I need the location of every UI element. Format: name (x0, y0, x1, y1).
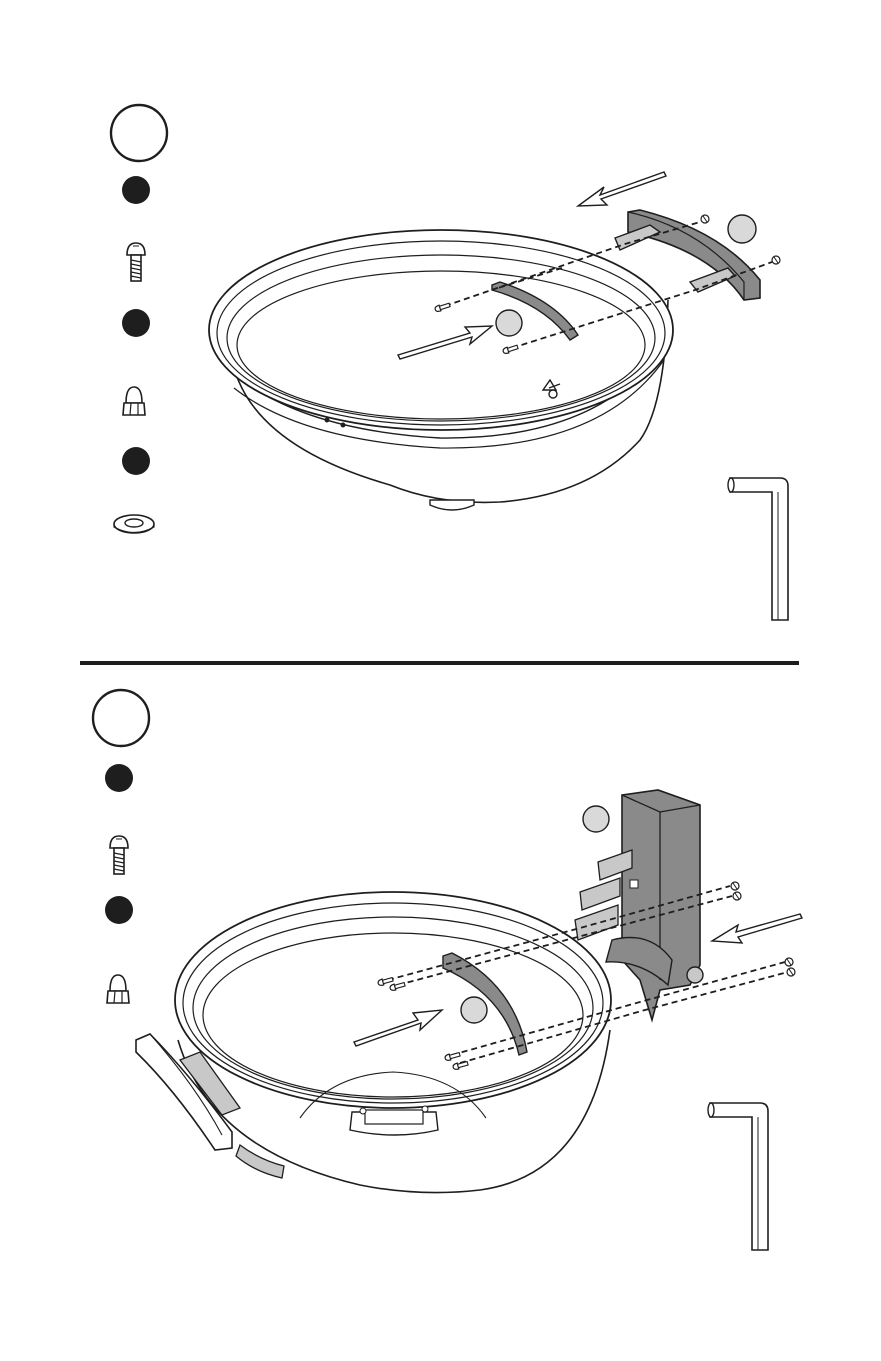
nut-icon (785, 958, 793, 966)
nut-icon (731, 882, 739, 890)
hardware-list (114, 176, 154, 533)
allen-key-icon (728, 478, 788, 620)
part-callout-bracket (461, 997, 487, 1023)
nut-icon (733, 892, 741, 900)
part-callout-leg-mount (583, 806, 609, 832)
step-number-badge (93, 690, 149, 746)
part-callout-bracket (496, 310, 522, 336)
washer-icon (114, 515, 154, 533)
hardware-badge (122, 447, 150, 475)
acorn-nut-icon (107, 975, 129, 1003)
direction-arrow (712, 914, 802, 943)
nut-icon (772, 256, 780, 264)
step-number-badge (111, 105, 167, 161)
part-callout-handle (728, 215, 756, 243)
hardware-list (105, 764, 133, 1003)
acorn-nut-icon (123, 387, 145, 415)
bolt-icon (127, 243, 145, 281)
allen-key-icon (708, 1103, 768, 1250)
hardware-badge (105, 764, 133, 792)
bowl-drawing (209, 230, 673, 510)
hardware-badge (122, 176, 150, 204)
nut-icon (787, 968, 795, 976)
step-2 (93, 690, 802, 1250)
bolt-icon (110, 836, 128, 874)
direction-arrow (578, 172, 666, 206)
step-divider (80, 661, 799, 665)
hardware-badge (105, 896, 133, 924)
hardware-badge (122, 309, 150, 337)
nut-icon (701, 215, 709, 223)
step-1 (111, 105, 788, 620)
